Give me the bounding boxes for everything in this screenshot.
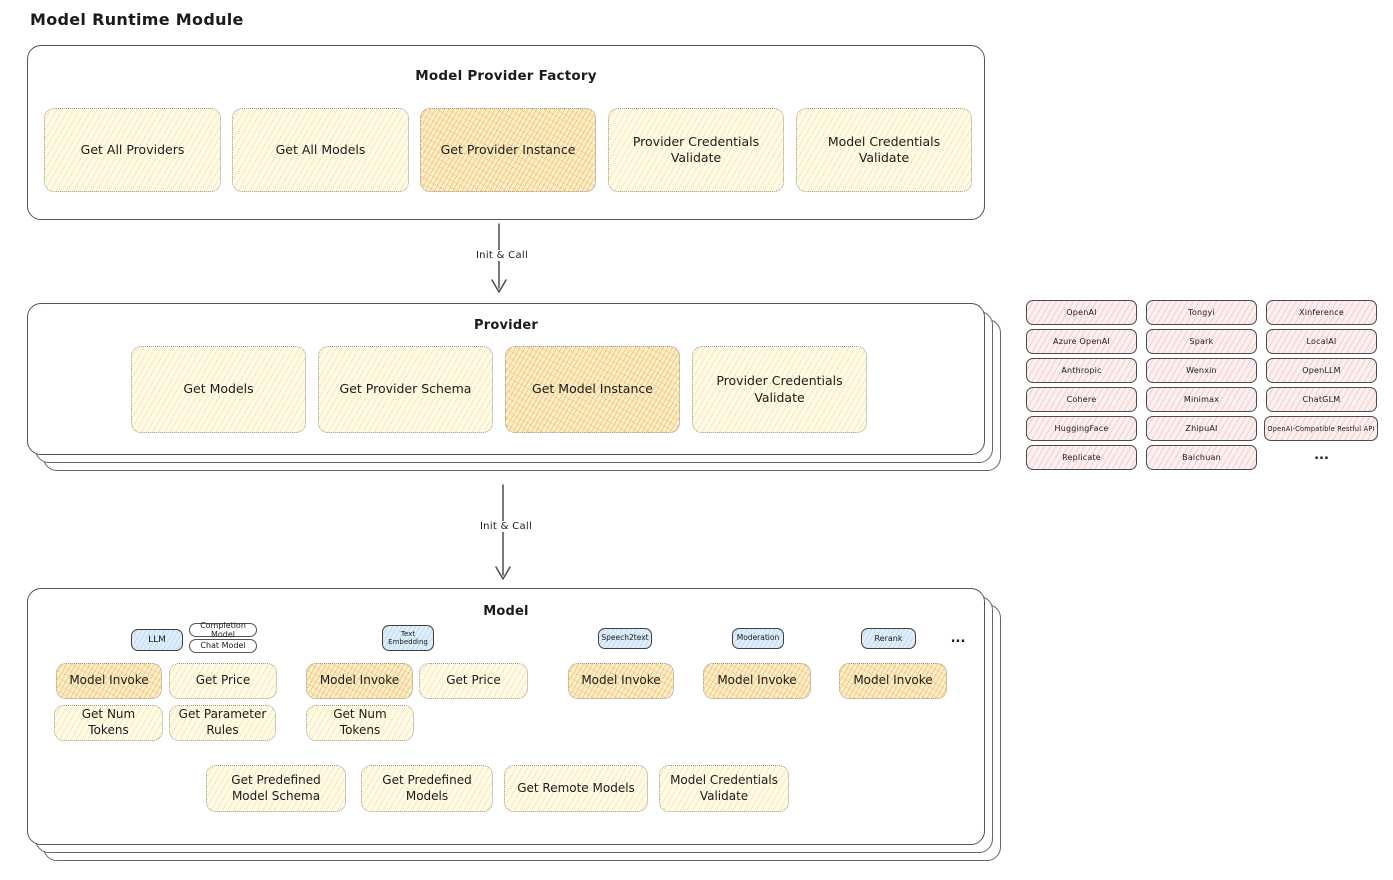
node-provider-credentials-validate-2: Provider Credentials Validate xyxy=(692,346,867,433)
panel-model: Model LLM Completion Model Chat Model Te… xyxy=(27,588,985,845)
arrow-init-call-2 xyxy=(495,484,511,580)
badge-chat-model: Chat Model xyxy=(189,639,257,653)
badge-moderation: Moderation xyxy=(732,628,784,649)
panel-model-provider-factory: Model Provider Factory Get All Providers… xyxy=(27,45,985,220)
node-llm-get-parameter-rules: Get Parameter Rules xyxy=(169,705,276,741)
pill-spark: Spark xyxy=(1146,329,1257,354)
pill-zhipuai: ZhipuAI xyxy=(1146,416,1257,441)
model-types-ellipsis: ... xyxy=(950,631,966,646)
node-embedding-get-price: Get Price xyxy=(419,663,528,699)
badge-rerank: Rerank xyxy=(861,628,916,649)
pill-openai-compatible-restful-api: OpenAI-Compatible Restful API xyxy=(1264,416,1378,441)
node-get-all-models: Get All Models xyxy=(232,108,409,192)
node-get-all-providers: Get All Providers xyxy=(44,108,221,192)
badge-completion-model: Completion Model xyxy=(189,621,257,639)
node-llm-model-invoke: Model Invoke xyxy=(56,663,162,699)
pill-huggingface: HuggingFace xyxy=(1026,416,1137,441)
pill-anthropic: Anthropic xyxy=(1026,358,1137,383)
node-get-provider-instance: Get Provider Instance xyxy=(420,108,596,192)
node-speech2text-model-invoke: Model Invoke xyxy=(568,663,674,699)
badge-llm: LLM xyxy=(131,629,183,651)
pill-replicate: Replicate xyxy=(1026,445,1137,470)
pill-openai: OpenAI xyxy=(1026,300,1137,325)
pill-xinference: Xinference xyxy=(1266,300,1377,325)
node-llm-get-num-tokens: Get Num Tokens xyxy=(54,705,163,741)
model-title: Model xyxy=(483,604,529,619)
node-model-credentials-validate: Model Credentials Validate xyxy=(796,108,972,192)
pill-cohere: Cohere xyxy=(1026,387,1137,412)
node-get-models: Get Models xyxy=(131,346,306,433)
node-embedding-get-num-tokens: Get Num Tokens xyxy=(306,705,414,741)
page-title: Model Runtime Module xyxy=(30,10,244,29)
node-moderation-model-invoke: Model Invoke xyxy=(703,663,811,699)
node-get-predefined-model-schema: Get Predefined Model Schema xyxy=(206,765,346,812)
node-embedding-model-invoke: Model Invoke xyxy=(306,663,413,699)
pill-wenxin: Wenxin xyxy=(1146,358,1257,383)
provider-title: Provider xyxy=(474,318,538,333)
node-provider-credentials-validate: Provider Credentials Validate xyxy=(608,108,784,192)
node-rerank-model-invoke: Model Invoke xyxy=(839,663,947,699)
node-get-provider-schema: Get Provider Schema xyxy=(318,346,493,433)
arrow-2-label: Init & Call xyxy=(463,521,549,532)
factory-title: Model Provider Factory xyxy=(415,68,597,84)
node-get-remote-models: Get Remote Models xyxy=(504,765,648,812)
pill-localai: LocalAI xyxy=(1266,329,1377,354)
pill-tongyi: Tongyi xyxy=(1146,300,1257,325)
arrow-1-label: Init & Call xyxy=(459,250,545,261)
node-get-predefined-models: Get Predefined Models xyxy=(361,765,493,812)
badge-text-embedding: Text Embedding xyxy=(382,625,434,651)
node-llm-get-price: Get Price xyxy=(169,663,277,699)
node-model-credentials-validate-2: Model Credentials Validate xyxy=(659,765,789,812)
providers-ellipsis: ... xyxy=(1314,448,1329,463)
node-get-model-instance: Get Model Instance xyxy=(505,346,680,433)
pill-azure-openai: Azure OpenAI xyxy=(1026,329,1137,354)
pill-openllm: OpenLLM xyxy=(1266,358,1377,383)
badge-speech2text: Speech2text xyxy=(598,628,652,649)
pill-baichuan: Baichuan xyxy=(1146,445,1257,470)
pill-chatglm: ChatGLM xyxy=(1266,387,1377,412)
panel-provider: Provider Get Models Get Provider Schema … xyxy=(27,303,985,455)
pill-minimax: Minimax xyxy=(1146,387,1257,412)
